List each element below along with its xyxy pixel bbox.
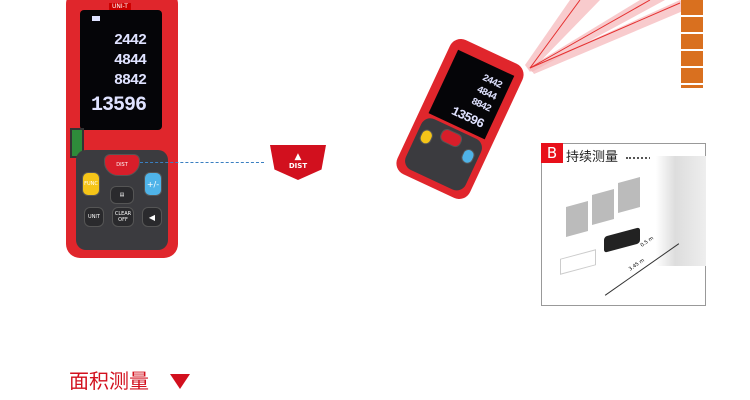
- room-wall: [650, 156, 706, 266]
- laser-line-3: [529, 2, 681, 69]
- speaker-button[interactable]: ◀: [142, 207, 162, 227]
- wall-sheet-1: [566, 201, 588, 237]
- panel-badge: B: [541, 143, 563, 163]
- speaker-icon: ◀: [148, 212, 156, 222]
- reading-1: 2442: [113, 32, 147, 49]
- memory-button[interactable]: ▤: [110, 186, 134, 204]
- wall-sheet-2: [592, 189, 614, 225]
- func-button[interactable]: FUNC: [82, 172, 100, 196]
- reading-3: 8842: [113, 72, 147, 89]
- device-sketch: [604, 227, 640, 253]
- dimension-line: [604, 243, 680, 296]
- laser-triangle-icon: ▲: [294, 152, 302, 162]
- rangefinder-front: UNI-T 2442 4844 8842 13596 DIST FUNC +/-…: [66, 0, 178, 258]
- laser-line-2: [529, 0, 651, 69]
- device-sketch-ghost: [560, 249, 596, 275]
- section-title: 面积测量: [69, 369, 149, 393]
- battery-icon: [92, 16, 100, 21]
- brick-wall: [681, 0, 703, 88]
- laser-beam-1: [525, 0, 600, 72]
- laser-beam-3: [530, 0, 690, 74]
- reading-main: 13596: [90, 94, 147, 117]
- dimension-long: 3.45 m: [627, 257, 646, 273]
- laser-line-1: [529, 0, 581, 69]
- wall-sheet-3: [618, 177, 640, 213]
- unit-button[interactable]: UNIT: [84, 207, 104, 227]
- tilted-plusminus-key: [459, 147, 477, 166]
- brand-logo: UNI-T: [109, 3, 131, 10]
- down-triangle-icon: [170, 374, 190, 389]
- lcd-screen: 2442 4844 8842 13596: [80, 10, 162, 130]
- tilted-func-key: [417, 127, 435, 147]
- reading-2: 4844: [113, 52, 147, 69]
- callout-dashed-line: [140, 162, 264, 163]
- tilted-dist-key: [438, 127, 465, 150]
- panel-title: 持续测量: [566, 150, 619, 165]
- continuous-measure-panel: B 持续测量 0.5 m 3.45 m: [541, 143, 706, 306]
- dist-button[interactable]: DIST: [104, 154, 140, 176]
- plusminus-button[interactable]: +/-: [144, 172, 162, 196]
